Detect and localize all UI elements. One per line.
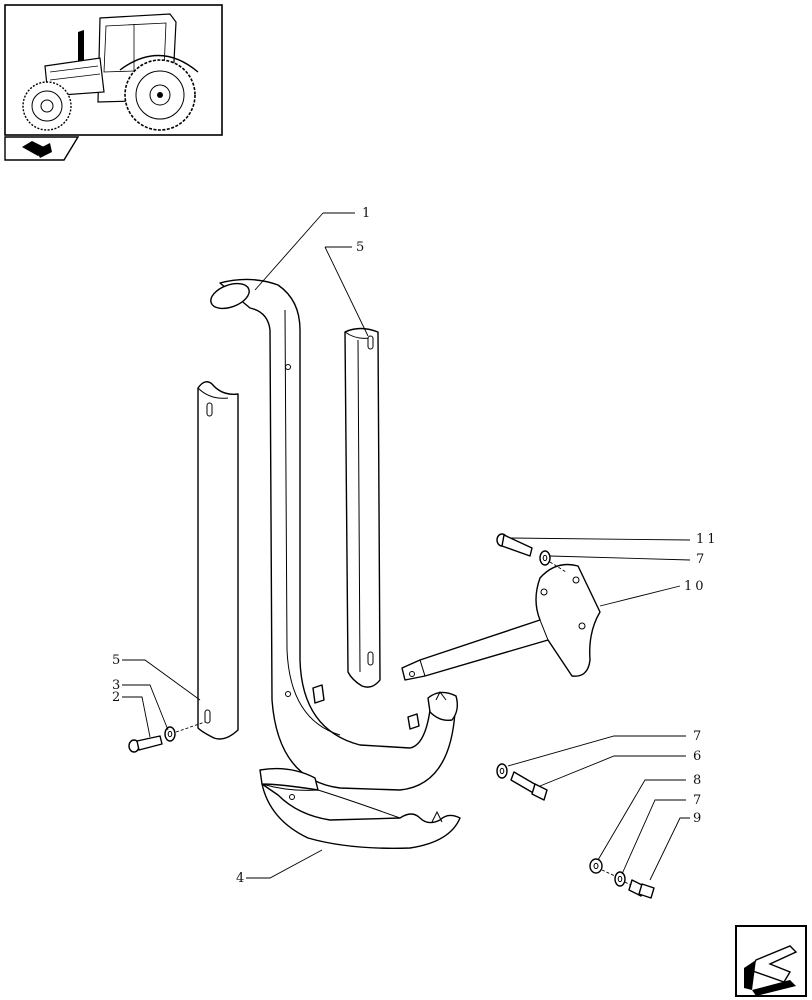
part-7-washer-upper[interactable] [539, 550, 551, 566]
callout-8: 8 [693, 773, 701, 788]
part-2-bolt[interactable] [128, 735, 163, 753]
part-5-heat-shield-right[interactable] [344, 327, 381, 688]
part-1-exhaust-pipe[interactable] [207, 278, 459, 791]
callout-1: 1 [362, 206, 370, 221]
leader-lines [122, 212, 691, 881]
callout-2: 2 [112, 690, 120, 705]
part-10-bracket[interactable] [401, 563, 601, 681]
part-7-washer-middle[interactable] [496, 763, 508, 779]
part-5-heat-shield-left[interactable] [197, 381, 239, 740]
part-6-bolt[interactable] [510, 771, 548, 801]
callout-5-right: 5 [356, 240, 364, 255]
part-8-washer[interactable] [589, 858, 603, 874]
part-7-washer-lower[interactable] [614, 871, 626, 887]
tractor-thumbnail[interactable] [4, 4, 223, 136]
callout-11: 11 [696, 532, 719, 547]
book-icon[interactable] [4, 136, 80, 161]
callout-6: 6 [693, 749, 701, 764]
callout-7-middle: 7 [693, 729, 701, 744]
part-4-lower-shield[interactable] [259, 767, 461, 849]
part-11-bolt[interactable] [496, 533, 533, 557]
callout-5-left: 5 [112, 653, 120, 668]
part-3-washer[interactable] [164, 726, 176, 742]
callout-3: 3 [112, 678, 120, 693]
callout-labels: 1 5 5 3 2 11 7 10 7 6 8 7 9 4 [112, 206, 719, 886]
callout-4: 4 [236, 871, 244, 886]
callout-7-upper: 7 [696, 552, 704, 567]
callout-10: 10 [684, 579, 707, 594]
callout-7-lower: 7 [693, 793, 701, 808]
part-9-bolt[interactable] [628, 879, 655, 899]
next-page-arrow-icon[interactable] [735, 925, 807, 997]
callout-9: 9 [693, 811, 701, 826]
